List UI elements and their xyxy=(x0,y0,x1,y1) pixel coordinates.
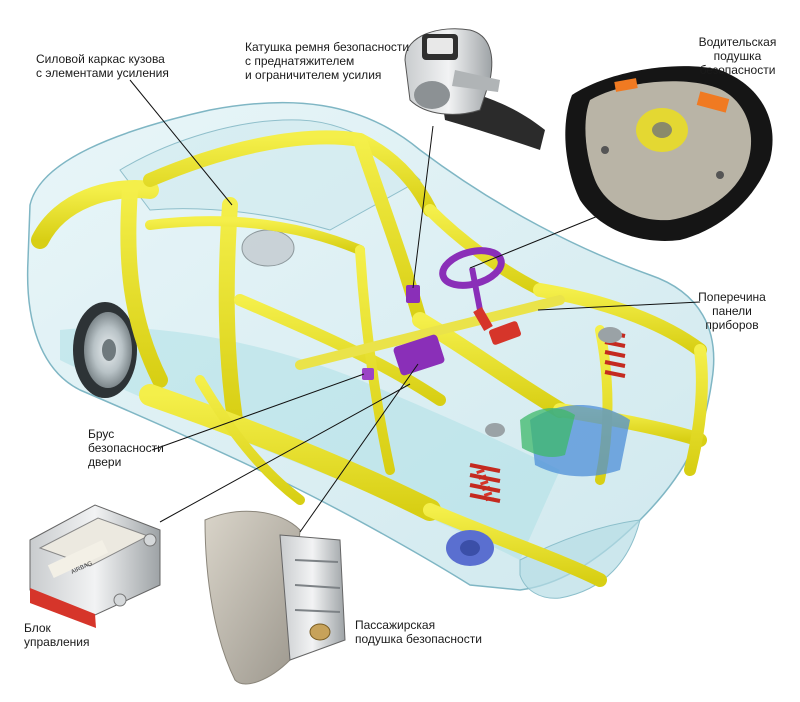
steering-column xyxy=(473,306,521,345)
label-passenger-airbag: Пассажирская подушка безопасности xyxy=(355,618,482,646)
label-driver-airbag: Водительская подушка безопасности xyxy=(698,35,777,77)
rear-wheel xyxy=(73,302,137,398)
engine-bay-parts xyxy=(520,405,630,477)
purple-components xyxy=(362,247,505,380)
dashboard-crossbar xyxy=(295,295,565,370)
label-control-unit: Блок управления xyxy=(24,621,90,649)
label-body-frame: Силовой каркас кузова с элементами усиле… xyxy=(36,52,169,80)
driver-airbag-image xyxy=(565,66,773,241)
leader-lines xyxy=(129,79,701,533)
label-dashboard-crossbar: Поперечина панели приборов xyxy=(698,290,766,332)
passenger-airbag-image xyxy=(204,510,346,685)
label-door-beam: Брус безопасности двери xyxy=(88,427,164,469)
front-suspension xyxy=(446,327,626,566)
seat-belt-reel-image xyxy=(404,28,545,150)
control-unit-image: AIRBAG xyxy=(29,504,161,628)
label-seat-belt-reel: Катушка ремня безопасности с преднатяжит… xyxy=(245,40,410,82)
spare-wheel xyxy=(241,229,295,267)
